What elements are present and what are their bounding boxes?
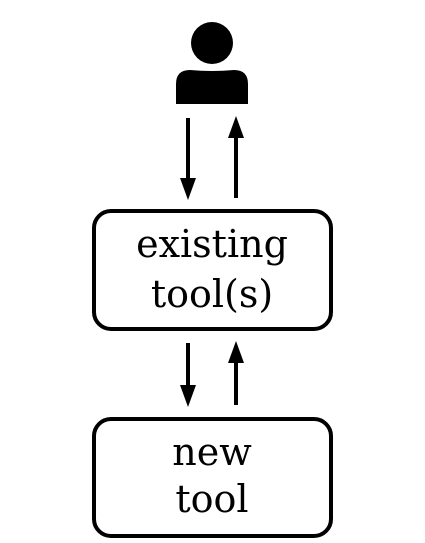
arrow-existing-to-new <box>180 343 196 407</box>
existing-tools-label-line2: tool(s) <box>151 272 273 316</box>
new-tool-label-line1: new <box>172 430 252 474</box>
arrow-user-to-existing <box>180 118 196 200</box>
arrow-existing-to-user <box>228 116 244 198</box>
user-icon <box>176 22 248 104</box>
new-tool-node: new tool <box>92 417 333 538</box>
existing-tools-label-line1: existing <box>136 222 288 266</box>
new-tool-label-line2: tool <box>175 477 248 521</box>
existing-tools-node: existing tool(s) <box>92 209 333 331</box>
arrow-new-to-existing <box>228 341 244 405</box>
